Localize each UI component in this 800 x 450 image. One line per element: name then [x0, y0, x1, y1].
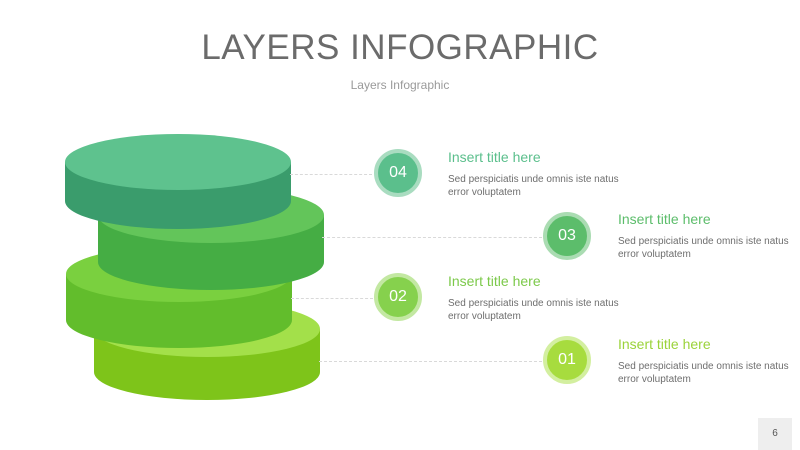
badge-04: 04 — [374, 149, 422, 197]
layer-04 — [65, 134, 291, 229]
item-text-02: Sed perspiciatis unde omnis iste natus e… — [448, 298, 619, 322]
item-title-02: Insert title here — [448, 273, 541, 289]
page-subtitle: Layers Infographic — [350, 78, 450, 92]
item-title-03: Insert title here — [618, 211, 711, 227]
item-title-04: Insert title here — [448, 149, 541, 165]
badge-01: 01 — [543, 336, 591, 384]
connector-03 — [322, 237, 542, 238]
page-title: LAYERS INFOGRAPHIC — [201, 28, 599, 67]
item-text-01: Sed perspiciatis unde omnis iste natus e… — [618, 361, 789, 385]
badge-02: 02 — [374, 273, 422, 321]
connector-01 — [319, 361, 542, 362]
connector-04 — [290, 174, 372, 175]
page-number: 6 — [758, 418, 792, 450]
item-text-04: Sed perspiciatis unde omnis iste natus e… — [448, 174, 619, 198]
item-title-01: Insert title here — [618, 336, 711, 352]
item-text-03: Sed perspiciatis unde omnis iste natus e… — [618, 236, 789, 260]
connector-02 — [291, 298, 373, 299]
badge-03: 03 — [543, 212, 591, 260]
